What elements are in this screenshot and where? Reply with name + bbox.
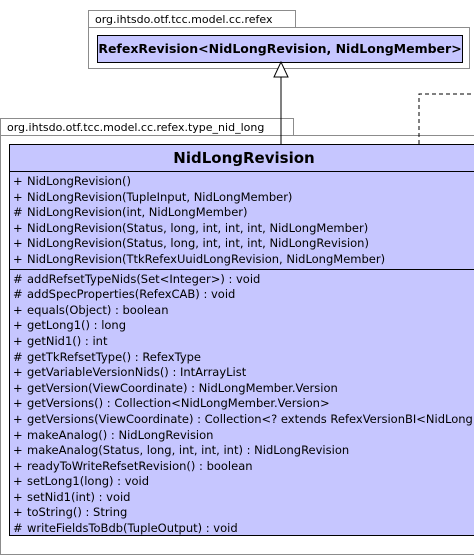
method-row: + equals(Object) : boolean — [10, 303, 474, 319]
visibility-marker: + — [13, 443, 23, 458]
method-signature: getVersions() : Collection<NidLongMember… — [27, 396, 330, 411]
method-signature: readyToWriteRefsetRevision() : boolean — [27, 458, 253, 473]
visibility-marker: + — [13, 489, 23, 504]
visibility-marker: + — [13, 251, 23, 266]
method-signature: getTkRefsetType() : RefexType — [27, 349, 202, 364]
method-row: + getLong1() : long — [10, 318, 474, 334]
method-row: + getVariableVersionNids() : IntArrayList — [10, 365, 474, 381]
method-signature: addRefsetTypeNids(Set<Integer>) : void — [27, 271, 261, 286]
visibility-marker: + — [13, 318, 23, 333]
class-title: NidLongRevision — [10, 145, 474, 172]
method-row: # addRefsetTypeNids(Set<Integer>) : void — [10, 272, 474, 288]
visibility-marker: + — [13, 189, 23, 204]
constructors-section: + NidLongRevision() + NidLongRevision(Tuple… — [10, 172, 474, 270]
visibility-marker: + — [13, 174, 23, 188]
method-signature: toString() : String — [27, 505, 128, 520]
visibility-marker: + — [13, 236, 23, 251]
visibility-marker: # — [13, 287, 23, 302]
method-signature: setNid1(int) : void — [27, 489, 131, 504]
method-row: + readyToWriteRefsetRevision() : boolean — [10, 459, 474, 475]
class-box-nidlongrevision[interactable]: NidLongRevision + NidLongRevision() + NidLo… — [9, 144, 474, 536]
visibility-marker: + — [13, 411, 23, 426]
constructor-row: + NidLongRevision(Status, long, int, int,… — [10, 221, 474, 237]
constructor-row: + NidLongRevision(Status, long, int, int,… — [10, 236, 474, 252]
super-package-name: org.ihtsdo.otf.tcc.model.cc.refex — [95, 13, 273, 26]
method-signature: setLong1(long) : void — [27, 474, 150, 489]
visibility-marker: + — [13, 220, 23, 235]
method-row: + makeAnalog() : NidLongRevision — [10, 428, 474, 444]
visibility-marker: + — [13, 333, 23, 348]
visibility-marker: + — [13, 302, 23, 317]
constructor-signature: NidLongRevision(Status, long, int, int, … — [27, 220, 369, 235]
method-row: # writeFieldsToBdb(TupleOutput) : void — [10, 521, 474, 536]
constructor-signature: NidLongRevision() — [27, 174, 131, 188]
method-row: # getTkRefsetType() : RefexType — [10, 350, 474, 366]
constructor-signature: NidLongRevision(TtkRefexUuidLongRevision… — [27, 251, 386, 266]
method-signature: getVersions(ViewCoordinate) : Collection… — [27, 411, 474, 426]
method-signature: getNid1() : int — [27, 333, 108, 348]
superclass-box[interactable]: RefexRevision<NidLongRevision, NidLongMe… — [97, 35, 463, 63]
visibility-marker: + — [13, 427, 23, 442]
method-signature: writeFieldsToBdb(TupleOutput) : void — [27, 521, 238, 536]
method-signature: makeAnalog() : NidLongRevision — [27, 427, 214, 442]
method-row: # addSpecProperties(RefexCAB) : void — [10, 287, 474, 303]
constructor-signature: NidLongRevision(int, NidLongMember) — [27, 205, 248, 220]
constructor-row: + NidLongRevision(TtkRefexUuidLongRevisio… — [10, 252, 474, 268]
method-signature: getLong1() : long — [27, 318, 127, 333]
visibility-marker: + — [13, 458, 23, 473]
method-signature: equals(Object) : boolean — [27, 302, 169, 317]
constructor-row: + NidLongRevision() — [10, 174, 474, 190]
method-signature: getVersion(ViewCoordinate) : NidLongMemb… — [27, 380, 338, 395]
package-name: org.ihtsdo.otf.tcc.model.cc.refex.type_n… — [7, 121, 265, 134]
superclass-name: RefexRevision<NidLongRevision, NidLongMe… — [98, 41, 462, 56]
visibility-marker: # — [13, 349, 23, 364]
dependency-line — [418, 93, 474, 144]
constructor-row: + NidLongRevision(TupleInput, NidLongMemb… — [10, 190, 474, 206]
visibility-marker: # — [13, 205, 23, 220]
method-signature: makeAnalog(Status, long, int, int, int) … — [27, 443, 350, 458]
package-tab: org.ihtsdo.otf.tcc.model.cc.refex.type_n… — [0, 118, 294, 136]
method-row: + getVersions() : Collection<NidLongMembe… — [10, 396, 474, 412]
visibility-marker: + — [13, 505, 23, 520]
method-row: + toString() : String — [10, 505, 474, 521]
method-signature: addSpecProperties(RefexCAB) : void — [27, 287, 236, 302]
visibility-marker: + — [13, 380, 23, 395]
constructor-signature: NidLongRevision(Status, long, int, int, … — [27, 236, 369, 251]
methods-section: #addRefsetTypeNids(Set<Integer>) : void#… — [10, 270, 474, 536]
method-signature: getVariableVersionNids() : IntArrayList — [27, 365, 247, 380]
visibility-marker: + — [13, 396, 23, 411]
method-row: + getNid1() : int — [10, 334, 474, 350]
visibility-marker: + — [13, 365, 23, 380]
method-row: + makeAnalog(Status, long, int, int, int)… — [10, 443, 474, 459]
constructor-row: # NidLongRevision(int, NidLongMember) — [10, 205, 474, 221]
visibility-marker: + — [13, 474, 23, 489]
super-package-tab: org.ihtsdo.otf.tcc.model.cc.refex — [88, 10, 296, 28]
constructor-signature: NidLongRevision(TupleInput, NidLongMembe… — [27, 189, 293, 204]
method-row: + setLong1(long) : void — [10, 474, 474, 490]
visibility-marker: # — [13, 521, 23, 536]
method-row: + getVersions(ViewCoordinate) : Collectio… — [10, 412, 474, 428]
method-row: + getVersion(ViewCoordinate) : NidLongMem… — [10, 381, 474, 397]
method-row: + setNid1(int) : void — [10, 490, 474, 506]
inheritance-arrowhead — [273, 60, 289, 78]
visibility-marker: # — [13, 271, 23, 286]
